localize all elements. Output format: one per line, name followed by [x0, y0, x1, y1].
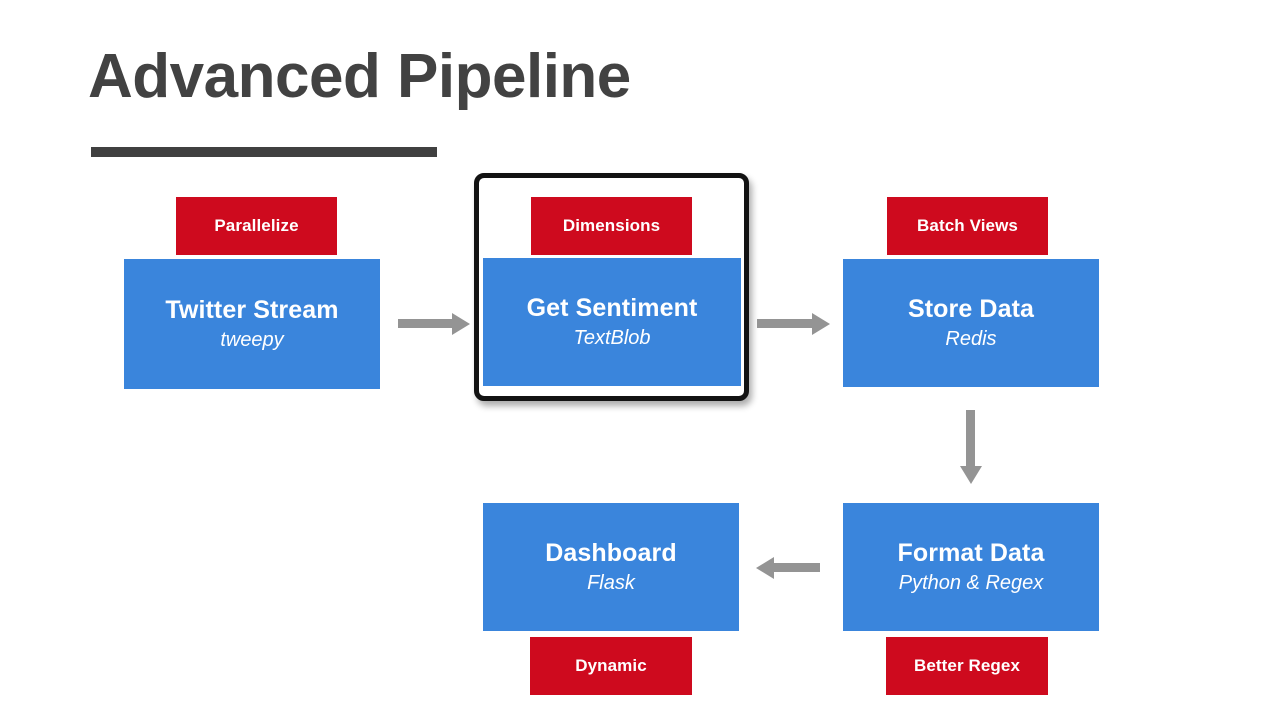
- box-store-data[interactable]: Store Data Redis: [843, 259, 1099, 387]
- title-underline-rule: [91, 147, 437, 157]
- box-subtitle-get-sentiment: TextBlob: [573, 326, 651, 349]
- box-subtitle-format-data: Python & Regex: [898, 571, 1044, 594]
- badge-batch-views[interactable]: Batch Views: [887, 197, 1048, 255]
- box-subtitle-store-data: Redis: [945, 327, 997, 350]
- box-twitter-stream[interactable]: Twitter Stream tweepy: [124, 259, 380, 389]
- badge-dimensions[interactable]: Dimensions: [531, 197, 692, 255]
- box-get-sentiment[interactable]: Get Sentiment TextBlob: [483, 258, 741, 386]
- box-title-store-data: Store Data: [907, 295, 1035, 324]
- badge-dynamic[interactable]: Dynamic: [530, 637, 692, 695]
- arrow-twitter-to-sentiment: [398, 319, 453, 328]
- box-title-format-data: Format Data: [897, 539, 1045, 568]
- box-title-dashboard: Dashboard: [545, 539, 677, 568]
- box-title-get-sentiment: Get Sentiment: [526, 294, 698, 323]
- arrow-format-to-dashboard: [773, 563, 820, 572]
- box-subtitle-dashboard: Flask: [587, 571, 635, 594]
- box-subtitle-twitter-stream: tweepy: [220, 328, 284, 351]
- box-title-twitter-stream: Twitter Stream: [165, 296, 339, 325]
- badge-better-regex[interactable]: Better Regex: [886, 637, 1048, 695]
- badge-parallelize[interactable]: Parallelize: [176, 197, 337, 255]
- arrow-store-to-format: [966, 410, 975, 467]
- box-format-data[interactable]: Format Data Python & Regex: [843, 503, 1099, 631]
- arrow-sentiment-to-store: [757, 319, 813, 328]
- box-dashboard[interactable]: Dashboard Flask: [483, 503, 739, 631]
- page-title: Advanced Pipeline: [88, 42, 631, 111]
